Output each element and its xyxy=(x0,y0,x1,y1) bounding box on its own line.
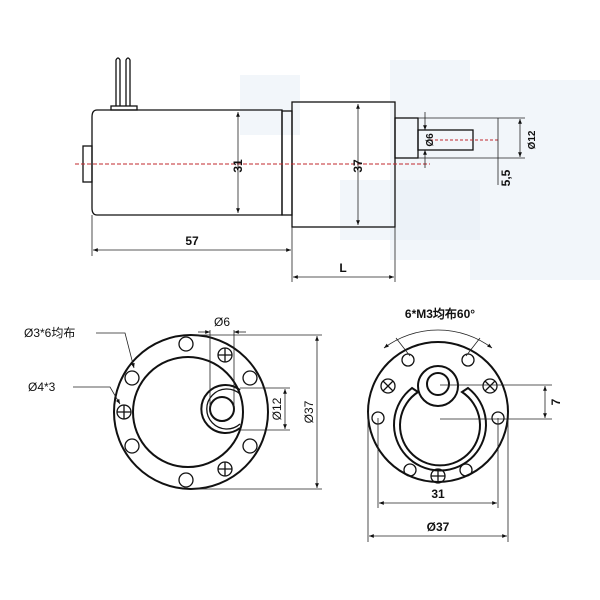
shaft-d-profile xyxy=(209,396,235,422)
hub-crescent xyxy=(200,384,241,434)
flange-outer xyxy=(113,334,269,490)
label-holes-small: Ø3*6均布 xyxy=(24,326,75,340)
dim-hole-pitch: 31 xyxy=(431,487,445,501)
background-decoration xyxy=(240,60,600,280)
dim-outer: Ø37 xyxy=(427,520,450,534)
front-view: Ø3*6均布 Ø4*3 Ø6 Ø12 Ø37 xyxy=(24,315,322,490)
side-view: 31 37 57 L Ø6 Ø12 5,5 xyxy=(75,57,538,282)
gearbox-outer xyxy=(367,341,509,483)
dim-shaft-flat: Ø6 xyxy=(425,133,436,147)
crossed-hole-icon xyxy=(217,461,233,477)
dim-gearbox-diameter: 37 xyxy=(351,159,365,173)
terminals xyxy=(110,57,138,111)
dim-offset: 5,5 xyxy=(499,169,513,186)
dim-gearbox-length: L xyxy=(339,261,346,275)
gear-crescent xyxy=(393,386,487,472)
crossed-hole-icon xyxy=(217,347,233,363)
motor-body xyxy=(91,109,283,216)
flange-inner xyxy=(132,356,244,468)
label-holes-large: Ø4*3 xyxy=(28,380,56,394)
dim-shaft: Ø6 xyxy=(214,315,230,329)
dim-outer: Ø37 xyxy=(302,400,316,423)
dim-motor-diameter: 31 xyxy=(231,159,245,173)
crossed-hole-icon xyxy=(430,468,446,484)
crossed-hole-icon xyxy=(482,378,498,394)
dim-offset: 7 xyxy=(549,398,563,405)
rear-view: 6*M3均布60° 7 31 Ø37 xyxy=(367,306,563,542)
label-threads: 6*M3均布60° xyxy=(405,306,475,321)
crossed-hole-icon xyxy=(380,378,396,394)
shaft-ring xyxy=(417,365,459,407)
crossed-hole-icon xyxy=(116,404,132,420)
dim-shaft-collar: Ø12 xyxy=(527,130,538,149)
dim-motor-length: 57 xyxy=(185,234,199,248)
shaft-d-profile xyxy=(426,372,450,396)
dim-hub: Ø12 xyxy=(270,397,284,420)
mounting-holes xyxy=(116,336,258,488)
